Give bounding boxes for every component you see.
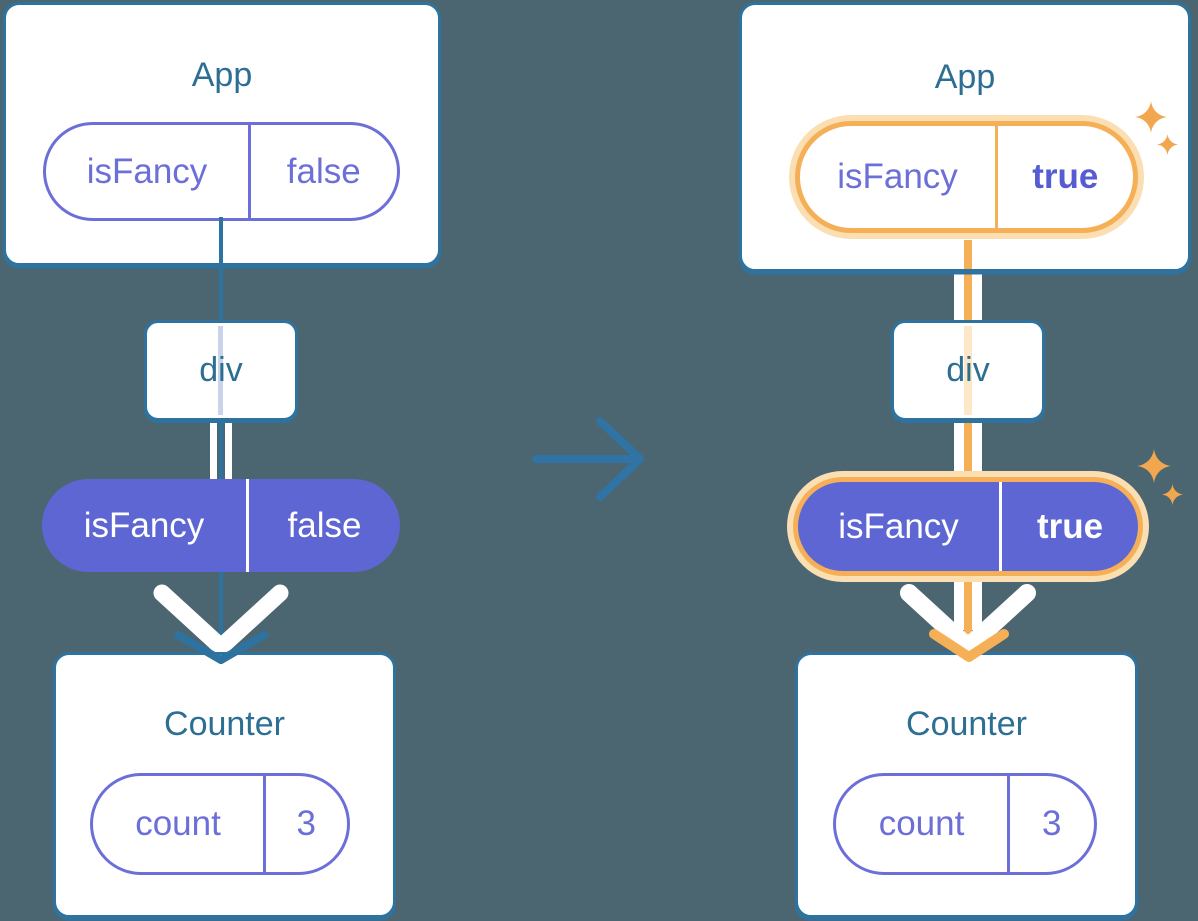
state-name: count (878, 804, 965, 843)
left-counter-title: Counter (164, 705, 285, 743)
left-app-thread (219, 217, 223, 263)
sparkle-icon (1157, 134, 1178, 155)
pill-divider (1007, 776, 1010, 872)
prop-value: true (1036, 506, 1104, 546)
right-connector-pill-counter (964, 582, 972, 648)
left-passed-prop-pill: isFancy false (42, 479, 400, 572)
state-value: 3 (296, 804, 316, 843)
pill-divider (995, 126, 998, 228)
right-casing-left (954, 271, 964, 323)
right-counter-card: Counter count 3 (795, 652, 1138, 918)
left-casing-left (210, 419, 217, 482)
left-div-label: div (199, 351, 243, 389)
right-casing-left (954, 582, 964, 630)
right-div-node: div (891, 320, 1045, 421)
left-div-thread (218, 326, 223, 415)
pill-divider (248, 125, 251, 218)
right-app-title: App (934, 58, 996, 96)
prop-value: false (286, 151, 361, 191)
prop-name: isFancy (83, 505, 205, 545)
right-app-prop-pill: isFancy true (795, 121, 1138, 233)
left-app-title: App (191, 56, 253, 94)
right-counter-title: Counter (906, 705, 1027, 743)
right-casing-right (972, 271, 982, 323)
left-counter-state-pill: count 3 (90, 773, 350, 875)
left-connector-app-div (219, 264, 223, 324)
left-connector-pill-counter (219, 568, 223, 648)
pill-divider (246, 479, 249, 572)
right-div-label: div (946, 351, 990, 389)
right-div-thread (964, 326, 972, 415)
right-casing-right (972, 419, 982, 482)
sparkle-icon (1137, 449, 1171, 483)
sparkle-icon (1162, 484, 1183, 505)
left-app-card: App isFancy false (3, 2, 441, 266)
right-connector-div-pill (964, 419, 972, 482)
left-counter-card: Counter count 3 (53, 652, 396, 918)
left-app-prop-pill: isFancy false (43, 122, 400, 221)
prop-name: isFancy (837, 157, 958, 196)
pill-divider (999, 482, 1002, 571)
state-name: count (135, 804, 221, 843)
right-app-card: App isFancy true (739, 2, 1191, 272)
right-pass-chevron-icon (900, 584, 1036, 656)
left-pass-chevron-icon (153, 584, 289, 656)
state-value: 3 (1042, 804, 1062, 843)
pill-divider (263, 776, 266, 872)
left-div-node: div (144, 320, 298, 421)
prop-value: false (287, 505, 362, 545)
prop-name: isFancy (86, 151, 208, 191)
prop-name: isFancy (838, 506, 959, 546)
right-connector-app-div (964, 271, 972, 323)
left-connector-div-pill (219, 419, 223, 482)
prop-value: true (1032, 157, 1099, 196)
left-arrowhead-icon (174, 631, 268, 664)
right-casing-right (972, 582, 982, 630)
left-casing-right (225, 419, 232, 482)
right-counter-state-pill: count 3 (833, 773, 1097, 875)
right-app-thread (964, 240, 972, 269)
transition-arrow-icon (532, 417, 644, 501)
right-passed-prop-pill: isFancy true (798, 482, 1138, 571)
right-casing-left (954, 419, 964, 482)
right-arrowhead-icon (929, 629, 1009, 662)
sparkle-icon (1135, 101, 1167, 133)
